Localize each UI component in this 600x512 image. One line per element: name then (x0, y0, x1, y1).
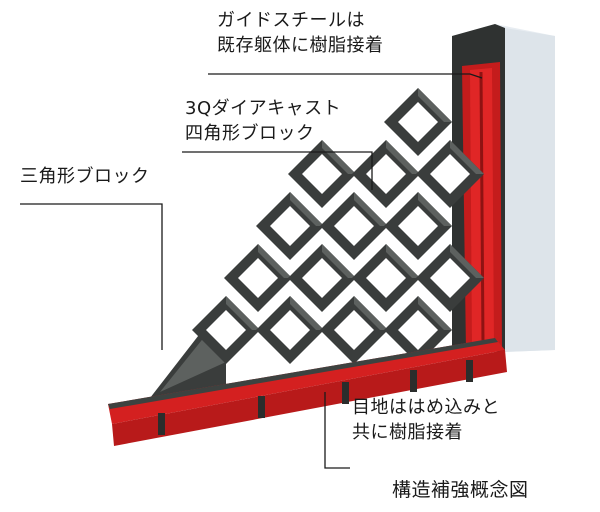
diamond-block-opening (366, 154, 406, 194)
diamond-block-face (386, 140, 420, 174)
label-joint: 目地ははめ込みと 共に樹脂接着 (352, 395, 500, 445)
diamond-block-face (226, 296, 260, 330)
diamond-block-face (354, 296, 388, 330)
diamond-block-opening (334, 310, 374, 350)
diamond-block-face (418, 88, 452, 122)
diagram-caption: 構造補強概念図 (392, 479, 529, 501)
diamond-block-opening (238, 258, 278, 298)
diamond-block-face (386, 244, 420, 278)
beam-stud (158, 413, 165, 435)
beam-stud (342, 382, 349, 404)
label-guide-steel-line-1: ガイドスチールは (217, 10, 365, 31)
diamond-block-opening (302, 154, 342, 194)
diamond-block-opening (398, 102, 438, 142)
diamond-block-face (354, 192, 388, 226)
diamond-block-face (322, 140, 356, 174)
bottom-guide-steel (108, 338, 507, 446)
diamond-block-opening (270, 310, 310, 350)
label-cast-block: 3Qダイアキャスト 四角形ブロック (185, 96, 341, 146)
diamond-block-face (450, 140, 484, 174)
diamond-block-face (258, 244, 292, 278)
label-guide-steel-line-2: 既存躯体に樹脂接着 (217, 35, 384, 56)
label-guide-steel: ガイドスチールは 既存躯体に樹脂接着 (217, 8, 384, 58)
diamond-block-opening (398, 310, 438, 350)
diamond-block-opening (398, 206, 438, 246)
beam-stud (466, 360, 473, 382)
diamond-block-opening (334, 206, 374, 246)
leader-guide-steel (208, 73, 483, 79)
diamond-block-opening (366, 258, 406, 298)
diamond-block-opening (270, 206, 310, 246)
diamond-block-opening (430, 258, 470, 298)
leader-joint (324, 392, 350, 469)
diamond-block-face (322, 244, 356, 278)
label-cast-block-line-2: 四角形ブロック (185, 123, 315, 144)
diamond-block-opening (302, 258, 342, 298)
label-triangle-block: 三角形ブロック (20, 164, 150, 189)
diamond-block-opening (206, 310, 246, 350)
label-joint-line-2: 共に樹脂接着 (352, 422, 463, 443)
label-cast-block-line-1: 3Qダイアキャスト (185, 98, 342, 119)
diamond-block-face (290, 192, 324, 226)
beam-stud (258, 396, 265, 418)
joint-studs (158, 360, 473, 435)
lattice-blocks (150, 88, 484, 410)
diamond-block-face (450, 244, 484, 278)
label-joint-line-1: 目地ははめ込みと (352, 397, 500, 418)
beam-stud (410, 370, 417, 392)
diamond-block-face (290, 296, 324, 330)
leader-lines (20, 73, 483, 469)
leader-triangle-block (20, 203, 163, 350)
guide-steel-vertical (462, 62, 502, 352)
diamond-block-opening (430, 154, 470, 194)
diamond-block-face (418, 192, 452, 226)
label-triangle-block-line-1: 三角形ブロック (20, 166, 150, 187)
leader-cast-block (182, 151, 373, 190)
diamond-block-face (418, 296, 452, 330)
